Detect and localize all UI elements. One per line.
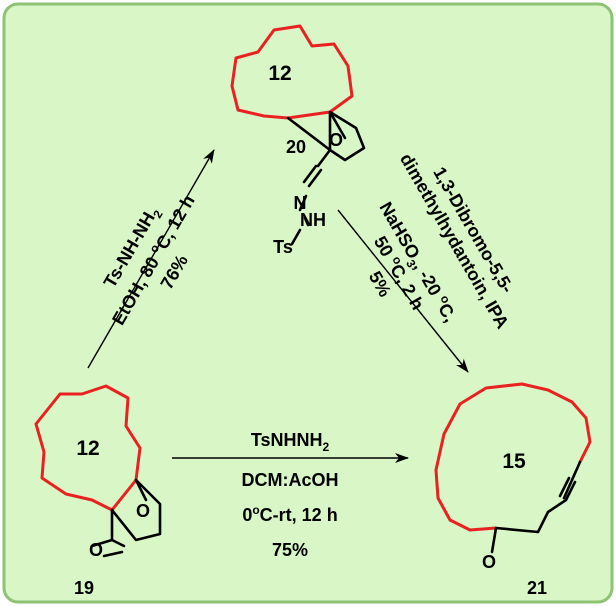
bottom-solvent: DCM:AcOH — [242, 470, 339, 490]
ketone-oxygen-left: O — [89, 540, 103, 560]
ring-closure-top — [286, 116, 332, 152]
epoxide-ring-left — [90, 478, 162, 558]
compound-label-19: 19 — [74, 578, 94, 598]
bottom-yield: 75% — [272, 540, 308, 560]
compound-label-20: 20 — [286, 137, 306, 157]
compound-19: 12 O O 19 — [34, 384, 162, 598]
ketone-oxygen-21: O — [482, 552, 496, 572]
conditions-bottom: TsNHNH2 DCM:AcOH 0oC-rt, 12 h 75% — [242, 430, 339, 560]
ring-size-label-21: 15 — [502, 450, 526, 473]
ring-backbone-21 — [490, 460, 582, 554]
epoxide-oxygen-left: O — [136, 501, 150, 521]
epoxide-oxygen-top: O — [329, 130, 343, 150]
bottom-temp-time: 0oC-rt, 12 h — [242, 503, 337, 525]
nh-group: NH — [300, 210, 326, 230]
compound-label-21: 21 — [527, 578, 547, 598]
macrocycle-ring-12-top — [230, 24, 354, 120]
hydrazone-bonds — [290, 164, 323, 246]
epoxide-ring-top — [316, 110, 366, 168]
macrocycle-ring-15 — [434, 382, 592, 532]
bottom-reagent: TsNHNH2 — [251, 430, 330, 454]
imine-nitrogen: N — [294, 193, 307, 213]
arrow-19-to-20 — [87, 149, 215, 369]
macrocycle-ring-12-left — [34, 384, 142, 512]
alkyne-triple-bond — [562, 478, 574, 500]
ring-size-label-left: 12 — [76, 437, 99, 460]
compound-21: 15 O 21 — [434, 382, 592, 598]
arrow-20-to-21 — [337, 209, 469, 373]
compound-20: 12 O 20 N NH Ts — [230, 24, 366, 257]
ring-size-label-top: 12 — [268, 62, 291, 85]
tosyl-label: Ts — [273, 237, 293, 257]
